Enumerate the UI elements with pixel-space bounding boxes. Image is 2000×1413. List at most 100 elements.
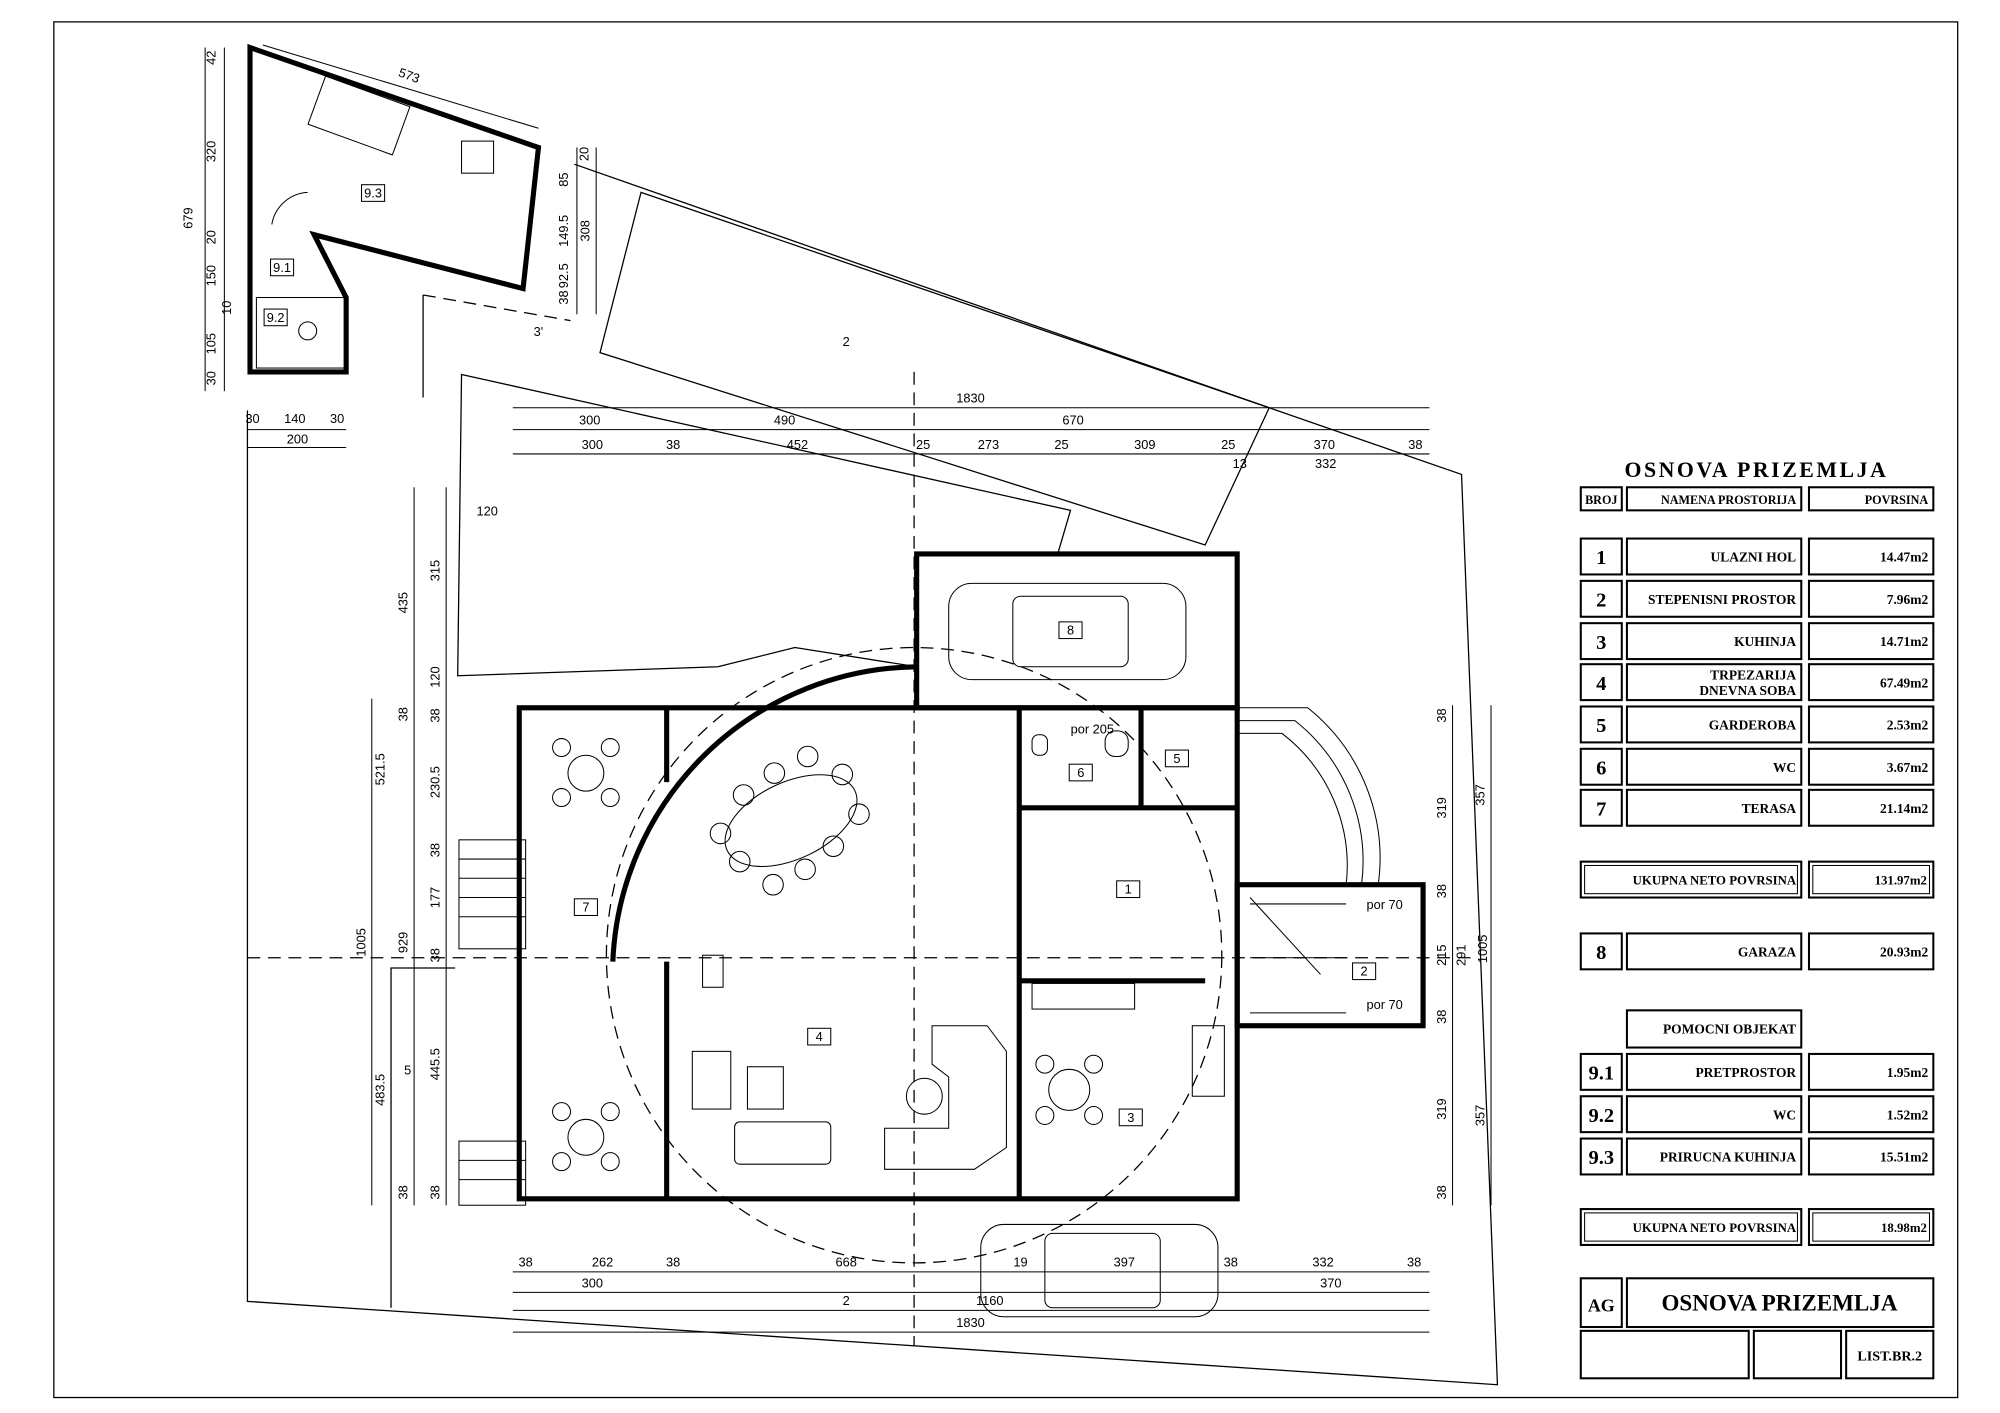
room-row-number-cell	[1579, 579, 1623, 618]
dimension-label: 291	[1453, 945, 1468, 966]
dimension-label: 149.5	[556, 215, 571, 247]
section-marker: 2	[843, 334, 850, 349]
dimension-label: 38	[1224, 1255, 1238, 1270]
dimension-label: 42	[203, 51, 218, 65]
room-row-number: 7	[1596, 798, 1606, 820]
room-row-name: TERASA	[1742, 801, 1797, 816]
total-aux-label-cell	[1579, 1208, 1803, 1246]
dimension-label: 357	[1473, 784, 1488, 805]
room-row-area: 2.53m2	[1887, 718, 1929, 733]
round-table	[905, 1077, 943, 1115]
dimension-label: 38	[1407, 1255, 1421, 1270]
room-tag-box	[270, 258, 295, 277]
room-row-area-cell	[1807, 537, 1935, 576]
dimension-label: 1830	[956, 1315, 985, 1330]
dimension-label: 38	[1434, 1185, 1449, 1199]
room-row-name: WC	[1773, 760, 1796, 775]
aux-row-area-cell	[1807, 1137, 1935, 1176]
room-row-name: STEPENISNI PROSTOR	[1648, 592, 1796, 607]
aux-row-name-cell	[1625, 1052, 1803, 1091]
dimension-label: 1160	[976, 1293, 1004, 1308]
dimension-label: 25	[1221, 437, 1235, 452]
terrace-tables	[552, 738, 620, 1172]
armchair	[691, 1050, 732, 1110]
car-on-street	[980, 1223, 1219, 1318]
room-row-name: KUHINJA	[1734, 634, 1796, 649]
room-tag-box	[573, 898, 598, 916]
room-number-label: 9.3	[364, 186, 382, 201]
site-boundary	[246, 163, 1499, 1386]
total-main-label: UKUPNA NETO POVRSINA	[1633, 874, 1797, 888]
dimension-label: 38	[1408, 437, 1422, 452]
aux-row-area: 1.95m2	[1887, 1065, 1929, 1080]
dimension-label: 38	[666, 1255, 680, 1270]
room-tag-box	[1352, 962, 1377, 981]
dimension-label: 38	[428, 708, 443, 722]
room-number-label: 3	[1127, 1110, 1134, 1125]
aux-row-name-cell	[1625, 1095, 1803, 1134]
corner-sofa	[884, 1025, 1007, 1170]
room-row-name-cell	[1625, 705, 1803, 744]
house-outer-walls	[516, 705, 1240, 1202]
blank-cell	[1579, 1329, 1750, 1380]
section-marker: 3'	[534, 324, 544, 339]
garage-row-number-cell	[1579, 932, 1623, 971]
dimension-label: 490	[774, 412, 795, 427]
room-row-area-cell	[1807, 747, 1935, 786]
dimension-label: 308	[578, 220, 593, 241]
paved-area	[457, 373, 1072, 677]
room-number-label: 2	[1361, 964, 1368, 979]
room-number-label: 5	[1173, 751, 1180, 766]
room-row-area-cell	[1807, 579, 1935, 618]
room-row-number: 6	[1596, 757, 1606, 779]
garage-row-name-cell	[1625, 932, 1803, 971]
dimension-label: 140	[284, 411, 305, 426]
dimension-label: 273	[978, 437, 999, 452]
room-number-label: 1	[1125, 882, 1132, 897]
room-row-name-cell	[1625, 747, 1803, 786]
dimension-label: 215	[1434, 945, 1449, 966]
dimension-label: 38	[428, 948, 443, 962]
room-row-number-cell	[1579, 788, 1623, 827]
header-cell	[1579, 486, 1623, 512]
dimension-label: 1005	[1475, 935, 1490, 964]
room-tag-box	[1118, 1108, 1143, 1127]
dimension-label: 19	[1013, 1255, 1027, 1270]
room-row-area-cell	[1807, 663, 1935, 702]
room-row-name: GARDEROBA	[1709, 718, 1797, 733]
toilet	[298, 321, 318, 341]
header-cell	[1625, 486, 1803, 512]
dimension-label: 38	[1434, 708, 1449, 722]
dimension-label: 30	[203, 371, 218, 385]
dimension-label: 679	[180, 207, 195, 228]
dimension-label: 25	[1054, 437, 1068, 452]
aux-row-area: 1.52m2	[1887, 1107, 1929, 1122]
dimension-label: 30	[245, 411, 259, 426]
aux-header: POMOCNI OBJEKAT	[1663, 1021, 1796, 1036]
room-row-name-cell	[1625, 788, 1803, 827]
title-cell	[1625, 1277, 1935, 1329]
room-row-area: 21.14m2	[1880, 801, 1928, 816]
dimension-label: 370	[1314, 437, 1335, 452]
kitchen-sink	[461, 140, 495, 174]
dimension-label: 309	[1134, 437, 1155, 452]
kitchen-counter-main	[1031, 982, 1136, 1010]
room-row-name-cell	[1625, 579, 1803, 618]
garage-row-area: 20.93m2	[1880, 945, 1928, 960]
aux-row-number: 9.2	[1588, 1105, 1614, 1127]
section-line	[422, 294, 571, 322]
room-row-name: DNEVNA SOBA	[1699, 683, 1796, 698]
dimension-label: 452	[787, 437, 808, 452]
title-code: AG	[1588, 1296, 1615, 1316]
room-row-name-cell	[1625, 663, 1803, 702]
dimension-label: 370	[1320, 1275, 1341, 1290]
sofa	[734, 1121, 832, 1165]
sheet-frame	[53, 21, 1959, 1399]
tv-table	[702, 954, 724, 988]
room-row-area: 14.47m2	[1880, 550, 1928, 565]
dimension-label: 38	[1434, 884, 1449, 898]
room-tag-box	[1116, 880, 1141, 899]
